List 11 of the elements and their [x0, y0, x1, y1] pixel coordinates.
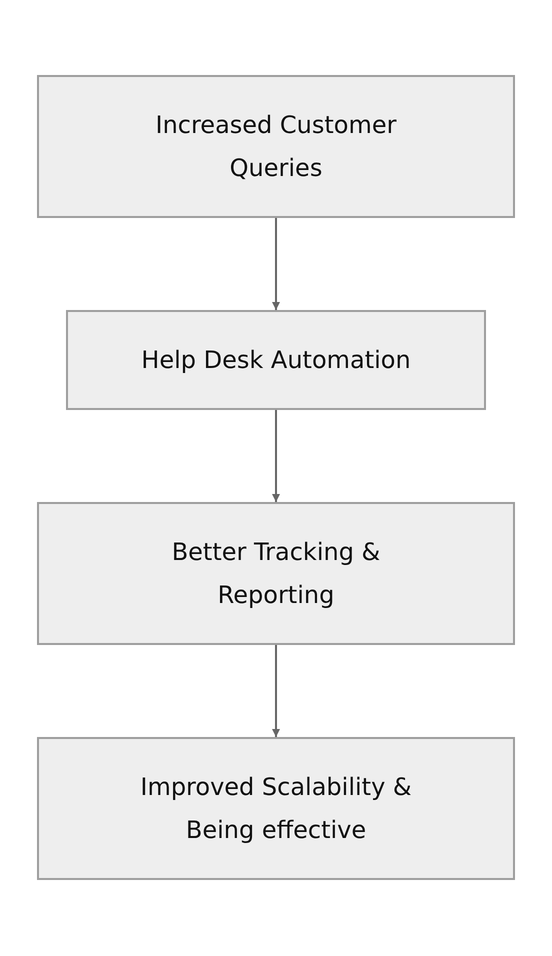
process-box: [37, 75, 515, 218]
box-label: Increased Customer Queries: [154, 110, 398, 184]
process-box: [37, 737, 515, 880]
arrow: [272, 218, 280, 310]
arrow: [272, 645, 280, 737]
process-box: [66, 310, 486, 410]
process-box: [37, 502, 515, 645]
arrow: [272, 410, 280, 502]
box-label: Improved Scalability & Being effective: [139, 772, 413, 846]
box-label: Better Tracking & Reporting: [170, 536, 382, 610]
box-label: Help Desk Automation: [141, 344, 411, 376]
